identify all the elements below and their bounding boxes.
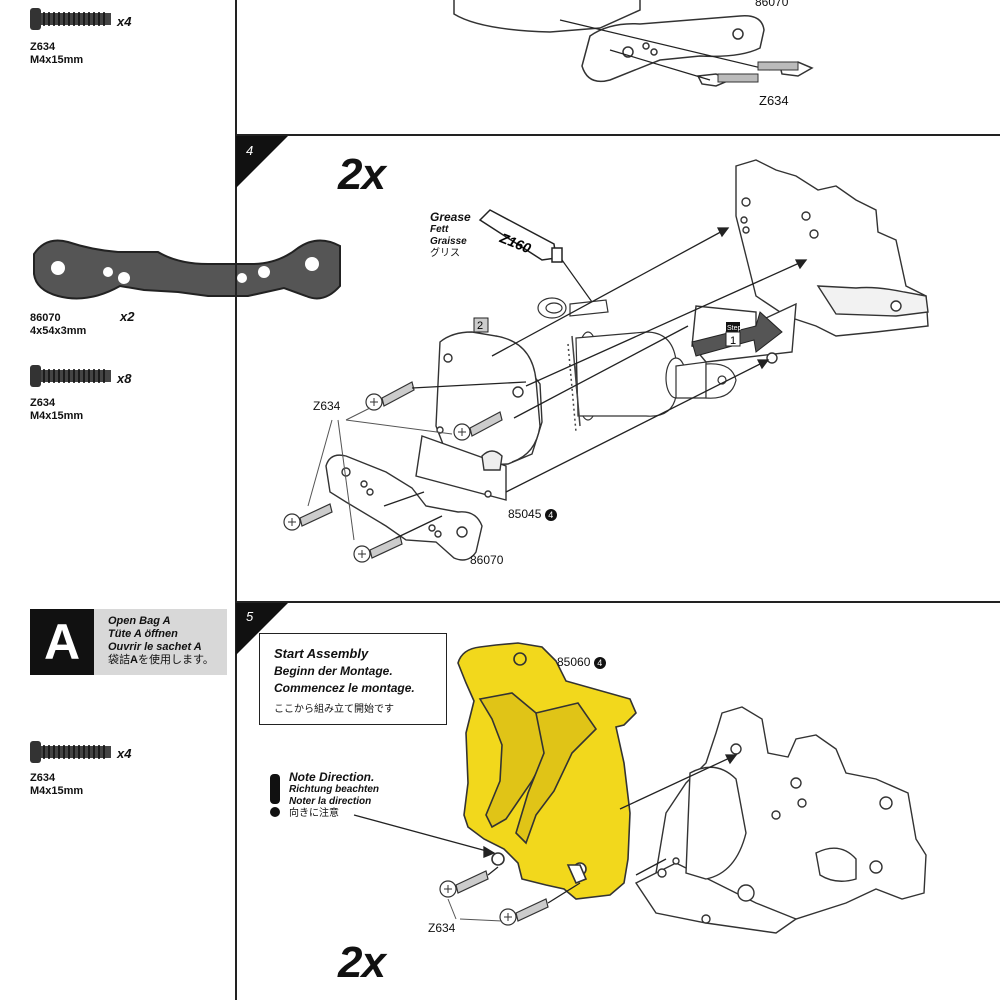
screw-item-2 [30, 363, 112, 394]
screw-size-2: M4x15mm [30, 410, 84, 422]
open-bag-banner: A Open Bag A Tüte A öffnen Ouvrir le sac… [30, 609, 227, 675]
plate-part-label: 86070 [470, 553, 504, 567]
bag-line-fr: Ouvrir le sachet A [108, 641, 202, 653]
note-fr: Noter la direction [289, 796, 372, 807]
grease-en: Grease [430, 210, 471, 224]
bulkhead-part-ref-badge: 4 [593, 657, 606, 669]
step4-screw-label: Z634 [313, 399, 341, 413]
diff-part-number: 85045 [508, 507, 542, 521]
step3-part-label: 86070 [755, 0, 789, 9]
grease-de: Fett [430, 224, 449, 235]
note-jp: 向きに注意 [289, 808, 339, 819]
grease-label: Grease Fett Graisse グリス [430, 210, 471, 260]
bulkhead-highlight [457, 642, 637, 900]
screws [439, 870, 549, 926]
note-en: Note Direction. [289, 770, 375, 784]
plate-size: 4x54x3mm [30, 325, 87, 337]
warning-icon [266, 772, 284, 823]
grease-tube-icon [478, 209, 593, 303]
bag-letter: A [30, 609, 94, 675]
start-en: Start Assembly [274, 646, 369, 661]
step-divider-5 [236, 601, 1000, 603]
diff-part-ref-badge: 4 [544, 509, 557, 521]
bulkhead-part-number: 85060 [557, 655, 591, 669]
screw-icon [30, 8, 111, 30]
plate-qty: x2 [120, 309, 135, 324]
step-number-1: 1 [730, 335, 736, 347]
start-de: Beginn der Montage. [274, 664, 393, 678]
start-assembly-box: Start Assembly Beginn der Montage. Comme… [259, 633, 447, 725]
step5-diagram [353, 642, 927, 934]
diff-cover [415, 331, 543, 501]
step5-multiplier: 2x [338, 938, 386, 987]
step4-diagram: Z160 Step 1 2 [283, 159, 929, 563]
bag-line-en: Open Bag A [108, 615, 171, 627]
step-number-badge [236, 603, 288, 655]
screw-code-1: Z634 [30, 41, 56, 53]
bag-line-de: Tüte A öffnen [108, 628, 178, 640]
step4-multiplier: 2x [338, 150, 386, 199]
bag-instructions: Open Bag A Tüte A öffnen Ouvrir le sache… [108, 615, 214, 667]
step5-screw-label: Z634 [428, 921, 456, 935]
plate-part [325, 454, 483, 561]
start-fr: Commencez le montage. [274, 681, 415, 695]
screws [283, 381, 503, 563]
screw-size-3: M4x15mm [30, 785, 84, 797]
step-label-text: Step [727, 325, 742, 332]
screw-qty-3: x4 [117, 746, 132, 761]
grease-jp: グリス [430, 248, 460, 259]
screw-qty-1: x4 [117, 14, 132, 29]
step3-screw-label: Z634 [759, 93, 789, 108]
screw-item-1 [30, 6, 112, 37]
screw-code-3: Z634 [30, 772, 56, 784]
screw-size-1: M4x15mm [30, 54, 84, 66]
callout-2: 2 [477, 320, 483, 332]
grease-fr: Graisse [430, 236, 467, 247]
step-number: 4 [246, 143, 254, 158]
screw-item-3 [30, 739, 112, 770]
plate-code: 86070 [30, 312, 61, 324]
step-divider-4 [236, 134, 1000, 136]
bulkhead-part-label: 85060 4 [557, 655, 606, 669]
sidebar-divider [235, 0, 237, 1000]
step-number: 5 [246, 609, 254, 624]
parts-sidebar: x4 Z634 M4x15mm 86070 4x54x3mm x2 x8 Z63… [0, 0, 341, 1000]
start-jp: ここから組み立て開始です [274, 704, 394, 715]
screw-icon [30, 741, 111, 763]
screw-qty-2: x8 [117, 371, 132, 386]
screw-code-2: Z634 [30, 397, 56, 409]
step3-diagram [453, 0, 814, 87]
screw-icon [30, 365, 111, 387]
note-de: Richtung beachten [289, 784, 380, 795]
suspension-plate-icon [33, 239, 341, 300]
note-direction: Note Direction. Richtung beachten Noter … [289, 771, 379, 820]
bag-line-jp: 袋詰Aを使用します。 [108, 654, 214, 666]
diff-part-label: 85045 4 [508, 507, 557, 521]
step-number-badge [236, 136, 288, 188]
